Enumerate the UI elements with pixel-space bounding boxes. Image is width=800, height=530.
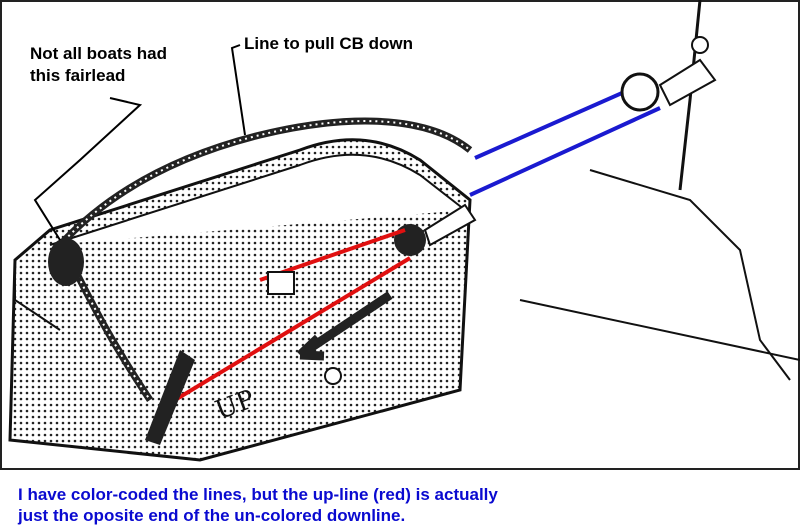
- centerboard-trunk: [8, 138, 472, 462]
- hull-edge: [678, 0, 702, 191]
- pulley-block-top: [620, 72, 660, 112]
- fairlead-leader: [33, 97, 143, 241]
- caption-line-1: I have color-coded the lines, but the up…: [18, 485, 498, 504]
- pulley-block-lower: [394, 224, 426, 256]
- cam-cleat: [145, 350, 195, 445]
- fairlead: [48, 238, 84, 286]
- up-arrow: [296, 291, 393, 361]
- frame: [0, 0, 800, 470]
- caption-line-2: just the oposite end of the un-colored d…: [18, 506, 406, 525]
- blue-line-top: [474, 83, 641, 160]
- caption: I have color-coded the lines, but the up…: [18, 484, 498, 526]
- downline-leader: [230, 44, 246, 136]
- blue-line-bottom: [469, 106, 661, 197]
- downline-note: Line to pull CB down: [244, 34, 414, 53]
- centerboard-illustration: UP: [0, 0, 800, 470]
- small-cleat: [267, 271, 295, 295]
- red-up-line-bottom: [173, 256, 412, 402]
- fairlead-note: Not all boats had this fairlead: [30, 44, 167, 85]
